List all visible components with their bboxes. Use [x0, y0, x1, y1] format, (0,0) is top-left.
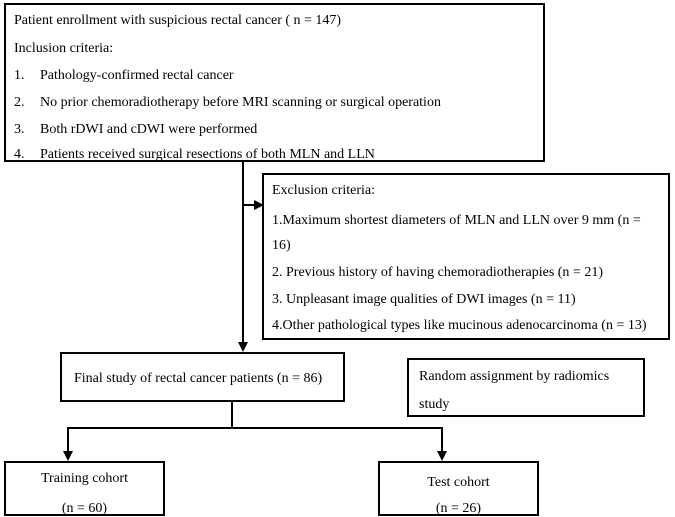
test-cohort-count: (n = 26) — [435, 501, 482, 516]
training-cohort-count: (n = 60) — [61, 501, 108, 516]
enrollment-box: Patient enrollment with suspicious recta… — [4, 3, 545, 162]
training-cohort-label: Training cohort — [41, 471, 128, 486]
random-assignment-line-1: Random assignment by radiomics — [419, 369, 610, 384]
exclusion-item-1a: 1.Maximum shortest diameters of MLN and … — [272, 213, 641, 228]
inclusion-item-3-num: 3. — [14, 122, 25, 137]
exclusion-item-2: 2. Previous history of having chemoradio… — [272, 265, 603, 280]
random-assignment-line-2: study — [419, 397, 450, 412]
exclusion-item-1b: 16) — [272, 238, 291, 253]
inclusion-item-4: Patients received surgical resections of… — [40, 147, 375, 162]
inclusion-item-4-num: 4. — [14, 147, 25, 162]
test-cohort-label: Test cohort — [427, 475, 490, 490]
enrollment-title: Patient enrollment with suspicious recta… — [14, 13, 342, 28]
final-study-text: Final study of rectal cancer patients (n… — [74, 371, 323, 386]
final-study-box: Final study of rectal cancer patients (n… — [60, 352, 345, 402]
inclusion-heading: Inclusion criteria: — [14, 41, 114, 56]
inclusion-item-2-num: 2. — [14, 95, 25, 110]
random-assignment-box: Random assignment by radiomics study — [407, 358, 645, 417]
test-cohort-box: Test cohort (n = 26) — [378, 461, 539, 516]
exclusion-box: Exclusion criteria: 1.Maximum shortest d… — [262, 173, 670, 340]
training-cohort-box: Training cohort (n = 60) — [4, 461, 165, 516]
exclusion-heading: Exclusion criteria: — [272, 183, 376, 198]
inclusion-item-2: No prior chemoradiotherapy before MRI sc… — [40, 95, 441, 110]
exclusion-item-3: 3. Unpleasant image qualities of DWI ima… — [272, 292, 576, 307]
inclusion-item-1-num: 1. — [14, 68, 25, 83]
inclusion-item-1: Pathology-confirmed rectal cancer — [40, 68, 234, 83]
inclusion-item-3: Both rDWI and cDWI were performed — [40, 122, 258, 137]
exclusion-item-4: 4.Other pathological types like mucinous… — [272, 318, 647, 333]
